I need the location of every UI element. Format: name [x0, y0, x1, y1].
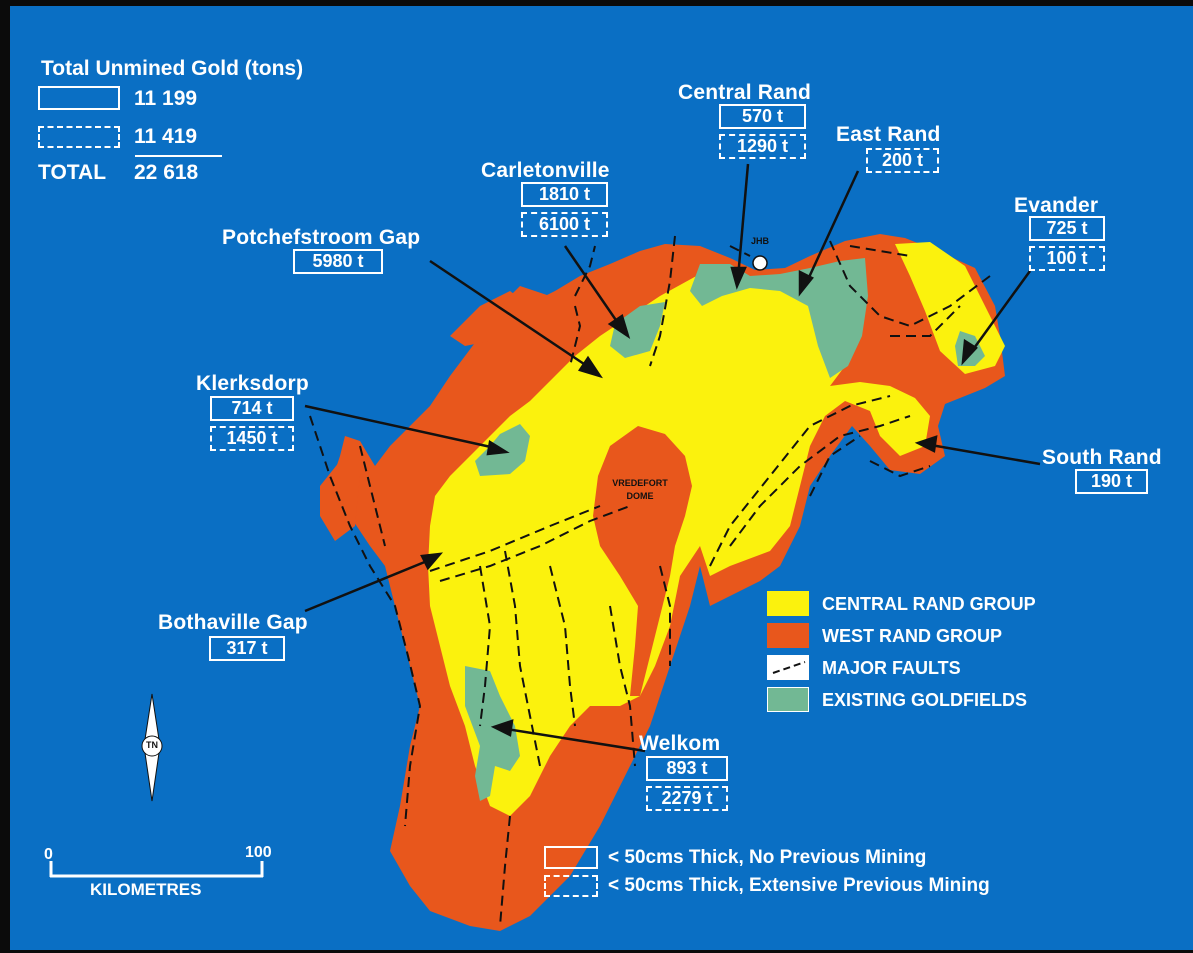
scale-min: 0	[44, 846, 53, 863]
north-label: TN	[146, 740, 158, 750]
label-welkom: Welkom	[639, 732, 721, 755]
evander-dashed: 100 t	[1029, 246, 1105, 271]
vredefort-dome	[593, 426, 692, 696]
south-rand-solid: 190 t	[1075, 469, 1148, 494]
summary-total-label: TOTAL	[38, 161, 107, 184]
central-rand-solid: 570 t	[719, 104, 806, 129]
west-rand-fragment	[320, 461, 360, 541]
summary-dashed-value: 11 419	[134, 125, 198, 148]
label-bothaville-gap: Bothaville Gap	[158, 611, 308, 634]
thickness-dashed-swatch	[544, 875, 598, 897]
label-vredefort-line2: DOME	[626, 491, 654, 501]
klerksdorp-solid: 714 t	[210, 396, 294, 421]
welkom-solid: 893 t	[646, 756, 728, 781]
central-rand-group-region	[428, 274, 930, 816]
thickness-solid-swatch	[544, 846, 598, 869]
scale-unit: KILOMETRES	[90, 880, 202, 899]
goldfield-carletonville	[610, 302, 665, 358]
leader-arrows	[304, 163, 1041, 753]
welkom-dashed: 2279 t	[646, 786, 728, 811]
jhb-marker	[752, 255, 768, 271]
scale-bar	[49, 861, 264, 878]
label-jhb: JHB	[750, 236, 769, 246]
legend-label-faults: MAJOR FAULTS	[822, 658, 961, 678]
legend-label-goldfields: EXISTING GOLDFIELDS	[822, 690, 1028, 710]
bothaville-solid: 317 t	[209, 636, 285, 661]
major-faults	[309, 235, 991, 927]
label-potchefstroom-gap: Potchefstroom Gap	[222, 226, 421, 249]
carletonville-dashed: 6100 t	[521, 212, 608, 237]
scale-max: 100	[245, 844, 272, 861]
legend-swatch-faults	[767, 655, 809, 680]
east-rand-solid: 200 t	[866, 148, 939, 173]
goldfield-central-rand	[690, 258, 868, 378]
solid-swatch	[38, 86, 120, 110]
label-evander: Evander	[1014, 194, 1099, 217]
label-klerksdorp: Klerksdorp	[196, 372, 309, 395]
legend-swatch-west-rand	[767, 623, 809, 648]
evander-solid: 725 t	[1029, 216, 1105, 241]
geology-map	[49, 155, 1041, 931]
goldfield-welkom	[465, 666, 520, 801]
central-rand-dashed: 1290 t	[719, 134, 806, 159]
summary-total-value: 22 618	[134, 161, 199, 184]
west-rand-fragment	[490, 286, 550, 316]
summary-title: Total Unmined Gold (tons)	[41, 57, 304, 80]
legend-label-west-rand: WEST RAND GROUP	[822, 626, 1002, 646]
klerksdorp-dashed: 1450 t	[210, 426, 294, 451]
carletonville-solid: 1810 t	[521, 182, 608, 207]
label-carletonville: Carletonville	[481, 159, 610, 182]
thickness-dashed-label: < 50cms Thick, Extensive Previous Mining	[608, 875, 990, 896]
label-south-rand: South Rand	[1042, 446, 1162, 469]
map-frame: Total Unmined Gold (tons) 11 199 11 419 …	[10, 6, 1193, 950]
potchefstroom-solid: 5980 t	[293, 249, 383, 274]
summary-solid-value: 11 199	[134, 87, 198, 110]
label-vredefort-line1: VREDEFORT	[612, 478, 668, 488]
dashed-swatch	[38, 126, 120, 148]
legend-swatch-goldfields	[767, 687, 809, 712]
legend-label-central-rand: CENTRAL RAND GROUP	[822, 594, 1036, 614]
label-central-rand: Central Rand	[678, 81, 812, 104]
label-east-rand: East Rand	[836, 123, 941, 146]
north-arrow	[141, 693, 163, 802]
thickness-solid-label: < 50cms Thick, No Previous Mining	[608, 847, 927, 868]
legend-swatch-central-rand	[767, 591, 809, 616]
